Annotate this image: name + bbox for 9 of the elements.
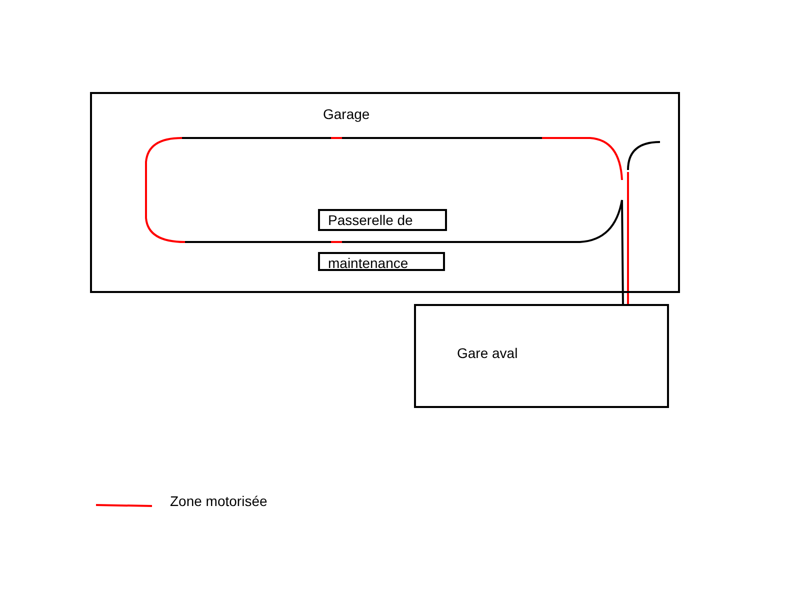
area-label: Gare aval [457,345,518,361]
area-box [90,92,680,293]
area-box [318,209,447,231]
area-label: maintenance [328,255,408,271]
area-label: Garage [323,106,370,122]
area-box [414,304,669,408]
legend-label: Zone motorisée [170,493,268,509]
area-label: Passerelle de [328,212,413,228]
area-box [318,252,445,271]
